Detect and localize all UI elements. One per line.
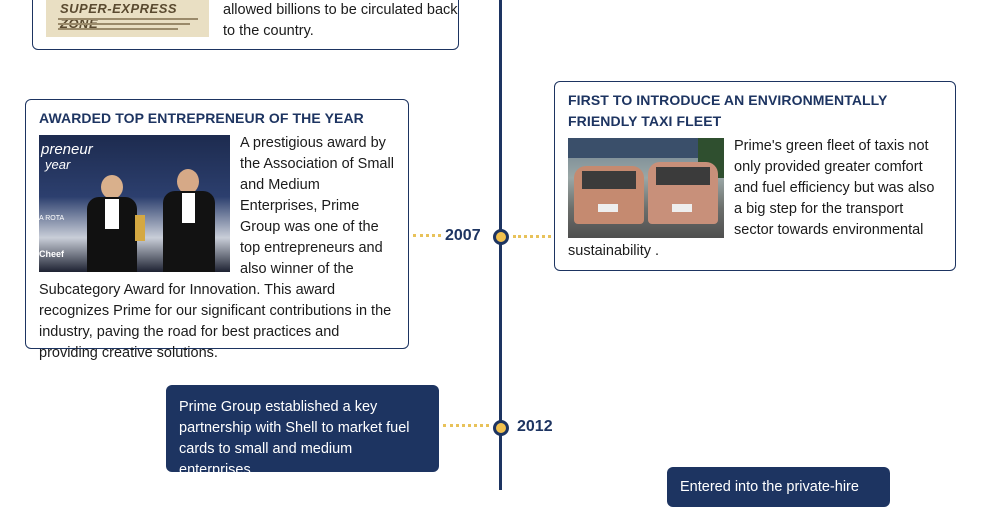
private-hire-card-text: Entered into the private-hire <box>680 479 859 495</box>
entrepreneur-card-text: A prestigious award by the Association o… <box>39 135 394 361</box>
year-label-2007: 2007 <box>445 227 481 244</box>
express-zone-text-line: allowed billions to be circulated back <box>223 2 458 18</box>
timeline-dot-2007 <box>493 229 509 245</box>
express-zone-photo: SUPER-EXPRESS ZONE <box>46 0 209 37</box>
milestone-card-express-zone: SUPER-EXPRESS ZONE allowed billions to b… <box>32 0 459 50</box>
entrepreneur-card-title: AWARDED TOP ENTREPRENEUR OF THE YEAR <box>39 110 364 126</box>
connector-2007-right <box>513 235 551 238</box>
milestone-card-shell: Prime Group established a key partnershi… <box>166 385 439 478</box>
green-taxi-card-title: FIRST TO INTRODUCE AN ENVIRONMENTALLY FR… <box>568 92 888 129</box>
connector-2012-left <box>443 424 489 427</box>
milestone-card-entrepreneur: AWARDED TOP ENTREPRENEUR OF THE YEAR pre… <box>25 99 409 361</box>
milestone-card-green-taxi: FIRST TO INTRODUCE AN ENVIRONMENTALLY FR… <box>554 81 956 271</box>
award-ceremony-photo: preneur year A ROTA Cheef <box>39 135 230 272</box>
timeline-spine <box>499 0 502 490</box>
timeline-dot-2012 <box>493 420 509 436</box>
green-taxi-card-text: Prime's green fleet of taxis not only pr… <box>568 138 935 259</box>
year-label-2012: 2012 <box>517 418 553 435</box>
connector-2007-left <box>413 234 441 237</box>
express-zone-photo-caption: SUPER-EXPRESS ZONE <box>60 1 178 31</box>
green-taxi-fleet-photo <box>568 138 724 238</box>
shell-card-text: Prime Group established a key partnershi… <box>179 399 410 478</box>
express-zone-text-line: to the country. <box>223 23 314 39</box>
milestone-card-private-hire: Entered into the private-hire <box>667 467 890 507</box>
